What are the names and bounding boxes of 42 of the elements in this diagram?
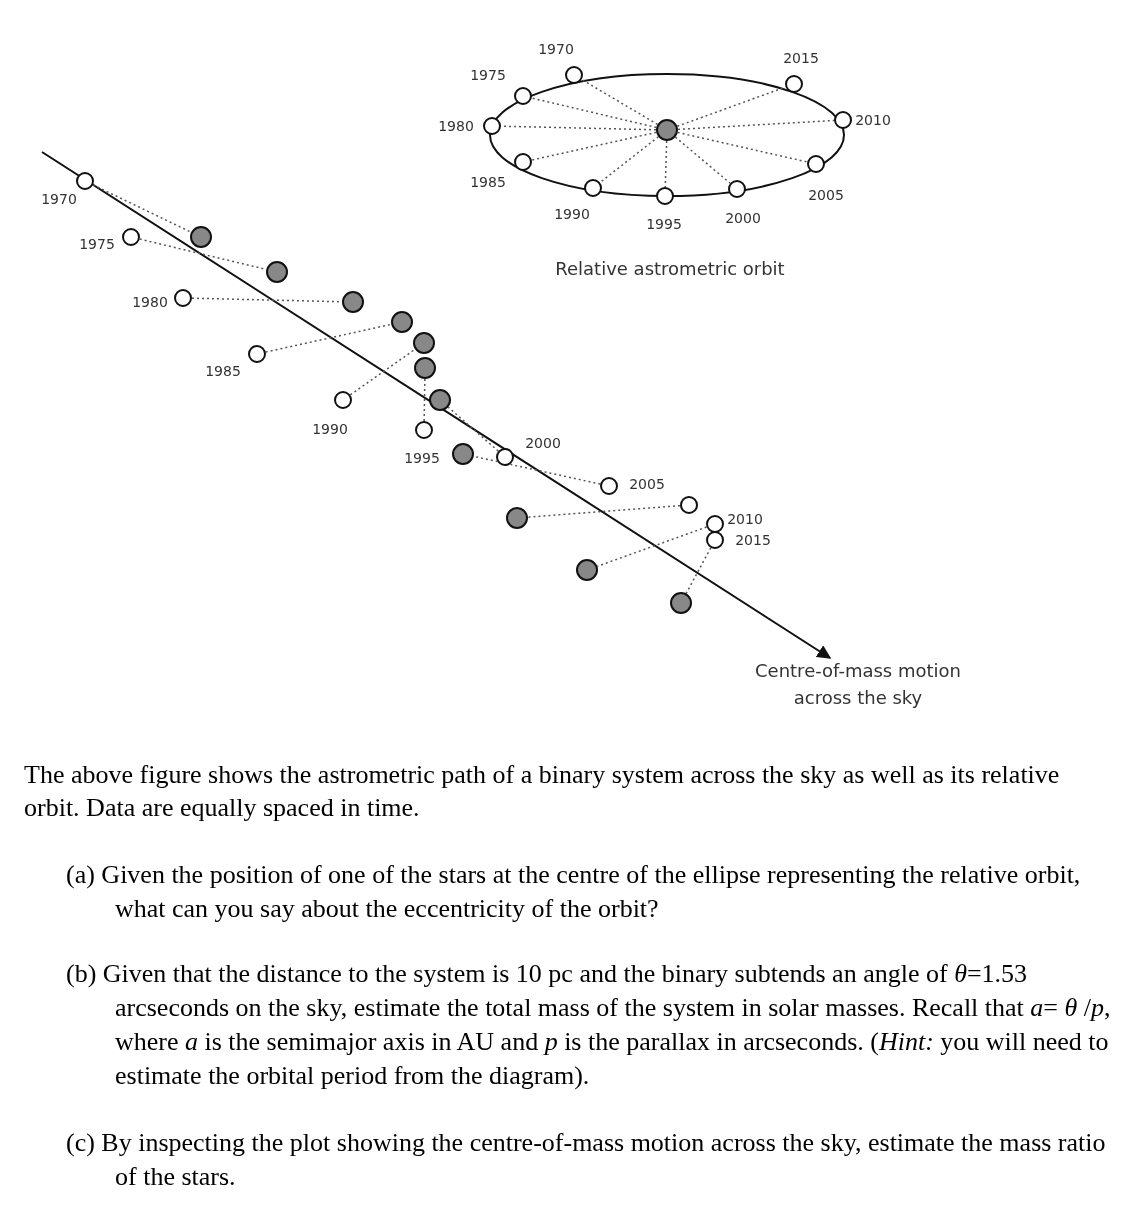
year-label: 1980	[438, 118, 474, 134]
year-label: 1990	[312, 421, 348, 437]
dotted-line	[685, 547, 712, 595]
year-label: 1990	[554, 206, 590, 222]
question-text: (a) Given the position of one of the stars at the centre of the ellipse representing the relative orbit, what can you say about the eccentricity of the orbit?	[66, 859, 1082, 925]
dotted-line	[676, 131, 808, 163]
year-label: 2010	[855, 112, 891, 128]
year-label: 2015	[783, 50, 819, 66]
dotted-line	[674, 136, 731, 184]
dotted-line	[531, 131, 657, 161]
year-label: 1995	[404, 450, 440, 466]
year-label: 1995	[646, 216, 682, 232]
dotted-line	[473, 455, 601, 485]
arrow-caption: Centre-of-mass motion across the sky	[754, 659, 962, 710]
figure-caption: Relative astrometric orbit	[554, 258, 786, 279]
dotted-line	[677, 119, 835, 131]
year-label: 1970	[538, 41, 574, 57]
question-text: (c) By inspecting the plot showing the centre-of-mass motion across the sky, estimate the mass ratio of the stars.	[66, 1127, 1107, 1193]
year-label: 2000	[725, 210, 761, 226]
year-label: 2005	[629, 476, 665, 492]
dotted-line	[92, 184, 192, 233]
intro-paragraph: The above figure shows the astrometric path of a binary system across the sky as well as its relative orbit. Data are equally spaced in time.	[24, 759, 1061, 824]
year-label: 1985	[205, 363, 241, 379]
dotted-line	[581, 78, 659, 126]
dotted-line	[265, 323, 392, 353]
dotted-line	[531, 97, 658, 129]
question-text: (b) Given that the distance to the system is 10 pc and the binary subtends an angle of θ=1.53 arcseconds on the sky, estimate the total mass of the system in solar masses. Recall that a= θ /p, where a is the semimajor axis in AU and p is the parallax in arcseconds. (Hint: you will need to estimate the orbital period from the diagram).	[66, 958, 1111, 1092]
dotted-line	[447, 406, 499, 452]
year-label: 2005	[808, 187, 844, 203]
year-label: 1975	[79, 236, 115, 252]
year-label: 1985	[470, 174, 506, 190]
year-label: 2015	[735, 532, 771, 548]
dotted-line	[423, 378, 426, 422]
year-label: 1975	[470, 67, 506, 83]
dotted-line	[527, 504, 681, 518]
year-label: 1980	[132, 294, 168, 310]
dotted-line	[664, 140, 668, 188]
dotted-line	[599, 136, 660, 184]
year-label: 2000	[525, 435, 561, 451]
year-label: 1970	[41, 191, 77, 207]
year-label: 2010	[727, 511, 763, 527]
dotted-line	[349, 348, 416, 396]
